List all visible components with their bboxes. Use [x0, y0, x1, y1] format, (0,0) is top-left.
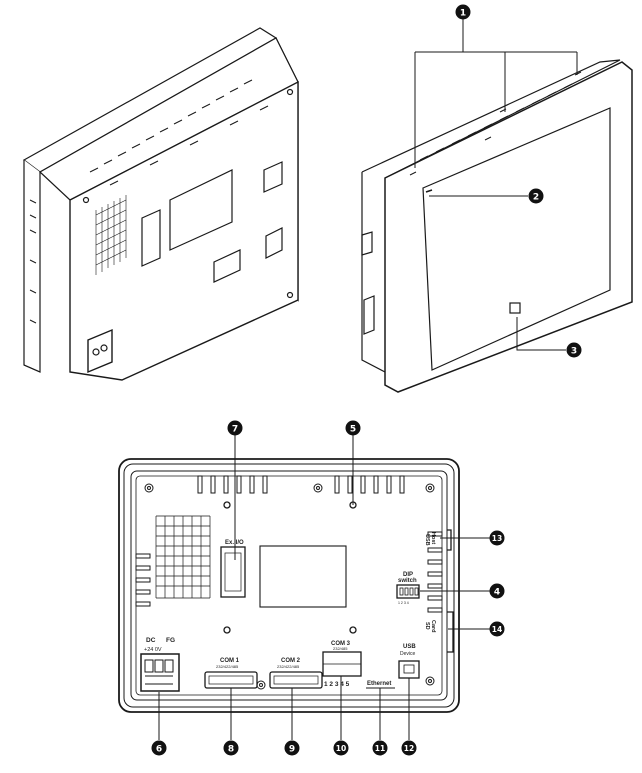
- sd-card-slot: [447, 611, 454, 653]
- sd-card-label-1: SD: [424, 622, 430, 630]
- callout-3: 3: [566, 342, 582, 358]
- com3-pins-label: 1 2 3 4 5: [324, 681, 350, 688]
- callout-11: 11: [372, 740, 388, 756]
- callout-6: 6: [151, 740, 167, 756]
- mount-hole: [223, 501, 231, 509]
- dc-label: DC: [146, 637, 156, 644]
- front-screen: [422, 107, 611, 371]
- front-logo-button: [509, 302, 521, 314]
- com1-sub-label: 232/422/485: [216, 664, 239, 669]
- rear-label-plate: [169, 169, 233, 251]
- ext-io-port: [220, 546, 246, 598]
- fg-label: FG: [166, 637, 175, 644]
- rear-com3-terminal: [213, 249, 241, 283]
- callout-4: 4: [489, 583, 505, 599]
- callout-7: 7: [227, 420, 243, 436]
- svg-text:13: 13: [492, 534, 502, 543]
- rear-usb-port: [265, 227, 283, 259]
- svg-text:12: 12: [404, 744, 414, 753]
- dip-pins-label: 1 2 3 4: [398, 601, 409, 605]
- vent-mesh: [155, 515, 211, 599]
- rear-vent-mesh: [95, 195, 127, 275]
- front-sd-slot: [363, 295, 375, 335]
- top-vents: [197, 475, 405, 494]
- ext-io-label: Ex. I/O: [225, 540, 244, 546]
- com3-sub-label: 232/485: [333, 646, 348, 651]
- com2-label: COM 2: [281, 658, 301, 664]
- callout-2: 2: [528, 188, 544, 204]
- rear-top-vents: [89, 79, 269, 186]
- ethernet-label: Ethernet: [367, 681, 391, 687]
- callouts: 1 2 3 7 5 13 4 14 6 8 9 10 11 12: [151, 4, 582, 756]
- svg-text:11: 11: [375, 744, 385, 753]
- mount-hole: [223, 626, 231, 634]
- usb-device-label-2: Device: [400, 651, 416, 657]
- rear-ortho-view: [118, 458, 460, 713]
- callout-9: 9: [284, 740, 300, 756]
- label-plate: [259, 545, 347, 608]
- port-labels: Ex. I/O DIP switch DC FG +24 0V COM 1 23…: [144, 532, 436, 688]
- svg-text:10: 10: [336, 744, 346, 753]
- front-perspective-view: [361, 59, 633, 393]
- callout-5: 5: [345, 420, 361, 436]
- leader-lines: [158, 17, 578, 740]
- dip-label-2: switch: [398, 578, 417, 584]
- callout-8: 8: [223, 740, 239, 756]
- svg-text:8: 8: [228, 745, 234, 755]
- rear-perspective-view: [22, 27, 299, 381]
- dip-label-1: DIP: [403, 572, 413, 578]
- svg-text:3: 3: [571, 347, 577, 357]
- com3-label: COM 3: [331, 641, 351, 647]
- usb-device-label-1: USB: [403, 644, 416, 650]
- svg-text:5: 5: [350, 425, 356, 435]
- callout-12: 12: [401, 740, 417, 756]
- dc-pins-label: +24 0V: [144, 647, 162, 653]
- svg-text:9: 9: [289, 745, 295, 755]
- callout-13: 13: [489, 530, 505, 546]
- front-power-led: [425, 189, 433, 193]
- rear-side-vents: [29, 199, 37, 324]
- com2-port: [269, 671, 323, 689]
- usb-host-label-2: Host: [430, 532, 436, 544]
- dip-switch: [396, 584, 420, 599]
- callout-10: 10: [333, 740, 349, 756]
- power-terminal: [140, 653, 180, 692]
- usb-host-label-1: USB: [424, 534, 430, 546]
- sd-card-label-2: Card: [430, 620, 436, 633]
- callout-14: 14: [489, 621, 505, 637]
- rear-ext-io-slot: [141, 209, 161, 267]
- svg-text:7: 7: [232, 425, 238, 435]
- rear-power-terminal: [87, 328, 113, 374]
- svg-text:14: 14: [492, 625, 502, 634]
- usb-host-slot: [447, 529, 452, 551]
- right-vents: [427, 531, 443, 613]
- mount-hole: [349, 626, 357, 634]
- front-top-vents: [409, 71, 582, 176]
- svg-text:6: 6: [156, 745, 162, 755]
- com1-label: COM 1: [220, 658, 240, 664]
- svg-text:2: 2: [533, 193, 539, 203]
- front-side-connector: [361, 231, 373, 256]
- com2-sub-label: 232/422/485: [277, 664, 300, 669]
- svg-text:1: 1: [460, 9, 466, 19]
- rear-ethernet-port: [263, 161, 283, 193]
- callout-1: 1: [455, 4, 471, 20]
- svg-text:4: 4: [494, 588, 500, 598]
- left-vents: [135, 553, 151, 607]
